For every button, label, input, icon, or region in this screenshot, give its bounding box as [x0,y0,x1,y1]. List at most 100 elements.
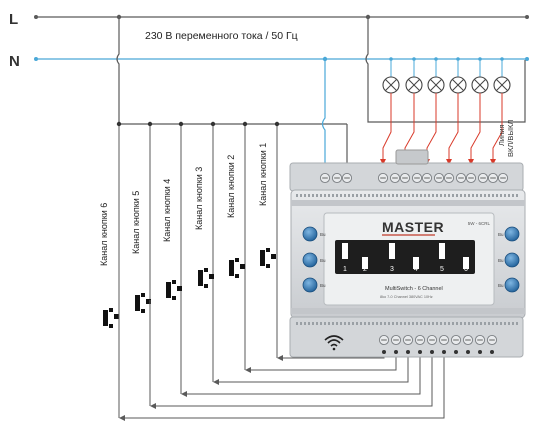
phase-label: L [9,11,18,28]
device-channel-button[interactable] [504,252,520,268]
vent-slot-top [332,194,334,197]
vent-slot-bottom [356,322,358,325]
push-button-actuator [177,286,182,291]
channel-label: Канал кнопки 6 [99,203,109,266]
body-upper-ridge [291,200,525,206]
vent-slot-bottom [452,322,454,325]
vent-slot-top [388,194,390,197]
vent-slot-top [448,194,450,197]
display-channel-bar [439,243,445,259]
lamp-neutral-dot [478,57,482,61]
push-button-icon [166,280,182,300]
vent-slot-bottom [388,322,390,325]
device-channel-button[interactable] [302,252,318,268]
vent-slot-bottom [500,322,502,325]
vent-slot-top [296,194,298,197]
vent-slot-bottom [372,322,374,325]
vent-slot-top [316,194,318,197]
vent-slot-bottom [360,322,362,325]
vent-slot-top [324,194,326,197]
vent-slot-bottom [440,322,442,325]
neutral-line-start-dot [34,57,38,61]
neutral-line-end-dot [525,57,529,61]
channel-return-wire [153,352,433,407]
vent-slot-top [472,194,474,197]
vent-slot-bottom [436,322,438,325]
return-arrow [245,367,251,373]
push-button-bottom-contact [235,274,239,278]
device-button-label: Bu [498,232,504,237]
wifi-icon [324,335,344,351]
display-digit: 1 [343,266,347,273]
push-button-left-body [135,295,140,311]
vent-slot-top [452,194,454,197]
vent-slot-top [348,194,350,197]
push-button-icon [103,308,119,328]
vent-slot-bottom [496,322,498,325]
vent-slot-top [416,194,418,197]
vent-slot-top [304,194,306,197]
channel-return-wire [184,352,421,395]
push-button-icon [135,293,151,313]
vent-slot-bottom [380,322,382,325]
button-supply-verticals [116,121,280,300]
channel-return-wire [122,352,445,419]
vent-slot-top [508,194,510,197]
vent-slot-top [436,194,438,197]
vent-slot-top [368,194,370,197]
push-button-top-contact [109,308,113,312]
push-button-top-contact [266,248,270,252]
top-connector-tab [395,149,429,165]
display-channel-bar [463,257,469,269]
vent-slot-bottom [472,322,474,325]
device-model: MultiSwitch - 6 Channel [385,286,443,292]
push-button-left-body [260,250,265,266]
vent-slot-bottom [324,322,326,325]
vent-slot-bottom [340,322,342,325]
device-button-label: Bu [498,258,504,263]
vent-slot-top [456,194,458,197]
lamp-to-device-wire [380,122,392,165]
vent-slot-top [328,194,330,197]
vent-slot-top [492,194,494,197]
vent-slot-top [496,194,498,197]
bus-junction-dot [178,121,184,127]
push-button-top-contact [235,258,239,262]
device-channel-button[interactable] [302,277,318,293]
vent-slot-bottom [296,322,298,325]
vent-slot-bottom [508,322,510,325]
device-channel-button[interactable] [302,226,318,242]
vent-slot-top [460,194,462,197]
vent-slot-top [432,194,434,197]
bus-junction-dot [147,121,153,127]
device-neutral-wire [321,59,326,165]
vent-slot-top [516,194,518,197]
push-button-left-body [198,270,203,286]
vent-slot-top [336,194,338,197]
lamp-to-device-wire [446,122,459,165]
vent-slot-top [408,194,410,197]
display-digit: 5 [440,266,444,273]
vent-slot-top [420,194,422,197]
display-digit: 6 [464,266,468,273]
push-button-bottom-contact [109,324,113,328]
channel-return-wire [216,352,409,383]
return-arrow [277,355,283,361]
bus-junction-dot [116,121,122,127]
vent-slot-top [312,194,314,197]
device-channel-button[interactable] [504,277,520,293]
vent-slot-top [340,194,342,197]
body-lower-ridge [291,308,525,314]
vent-slot-top [384,194,386,197]
bottom-terminal-dot [442,350,446,354]
device-channel-button[interactable] [504,226,520,242]
push-button-bottom-contact [204,284,208,288]
vent-slot-bottom [480,322,482,325]
channel-label: Канал кнопки 5 [131,191,141,254]
vent-slot-top [476,194,478,197]
vent-slot-bottom [516,322,518,325]
return-arrow [150,403,156,409]
vent-slot-bottom [352,322,354,325]
vent-slot-bottom [312,322,314,325]
